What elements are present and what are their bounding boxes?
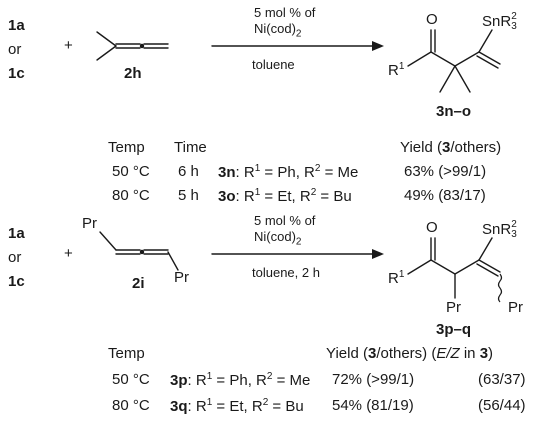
- table-1-row-1-yield: 63% (>99/1): [404, 163, 487, 180]
- table-1-row-1-substituents: 3n: R1 = Ph, R2 = Me: [218, 163, 359, 181]
- table-1-header-time: Time: [174, 139, 207, 156]
- product-2-pr-1: Pr: [446, 299, 461, 316]
- table-1-row-1-temp: 50 °C: [112, 163, 150, 180]
- product-1-r1: R1: [388, 61, 405, 79]
- allene-2i-bond-pr-top: [99, 231, 117, 251]
- arrowhead-2: [372, 249, 384, 259]
- product-2-bond-vinyl: [454, 259, 480, 275]
- product-1-bond-vinyl: [454, 51, 480, 67]
- product-1-bond-tin: [478, 29, 493, 53]
- table-1-row-2-yield: 49% (83/17): [404, 187, 486, 204]
- product-1-methylene-b: [476, 55, 499, 69]
- reactant-or-label: or: [8, 41, 22, 58]
- product-2-bond-ch: [430, 259, 456, 275]
- allene-2h-center-dot: [139, 43, 145, 49]
- table-1-header-yield: Yield (3/others): [400, 139, 502, 156]
- table-1-row-2-temp: 80 °C: [112, 187, 150, 204]
- product-1-methylene-a: [478, 51, 501, 65]
- product-2-wavy-bond: [497, 273, 503, 303]
- product-2-alkene-b: [476, 263, 499, 277]
- reactant-1a-label: 1a: [8, 17, 25, 34]
- table-2-row-2-ez: (56/44): [478, 397, 526, 414]
- conditions-2-catalyst-loading: 5 mol % of: [254, 213, 316, 228]
- conditions-2-solvent: toluene, 2 h: [252, 265, 320, 280]
- allene-2h-methyl-bond-1: [96, 31, 117, 47]
- product-2-alkene-a: [478, 259, 501, 273]
- table-2-row-2-temp: 80 °C: [112, 397, 150, 414]
- table-1-row-2-time: 5 h: [178, 187, 199, 204]
- conditions-catalyst: Ni(cod)2: [254, 21, 302, 40]
- product-2-bond-tin: [478, 237, 493, 261]
- product-2-oxygen: O: [426, 219, 438, 236]
- allene-2i-pr-top: Pr: [82, 215, 97, 232]
- table-2-row-1-substituents: 3p: R1 = Ph, R2 = Me: [170, 371, 311, 389]
- table-1-header-temp: Temp: [108, 139, 145, 156]
- reactant-1c-label: 1c: [8, 65, 25, 82]
- allene-2i-center-dot: [139, 249, 145, 255]
- product-1-bond-quat: [430, 51, 456, 67]
- table-2-row-1-temp: 50 °C: [112, 371, 150, 388]
- plus-sign-2: +: [64, 245, 73, 262]
- product-2-r1: R1: [388, 269, 405, 287]
- reactant-1a-label-2: 1a: [8, 225, 25, 242]
- arrowhead-1: [372, 41, 384, 51]
- table-2-header-temp: Temp: [108, 345, 145, 362]
- product-1-methyl-1: [439, 65, 456, 93]
- allene-2h-label: 2h: [124, 65, 142, 82]
- table-1-row-1-time: 6 h: [178, 163, 199, 180]
- table-1-row-2-substituents: 3o: R1 = Et, R2 = Bu: [218, 187, 352, 205]
- conditions-catalyst-loading: 5 mol % of: [254, 5, 316, 20]
- product-2-pr-2: Pr: [508, 299, 523, 316]
- conditions-solvent: toluene: [252, 57, 295, 72]
- table-2-header-yield: Yield (3/others) (E/Z in 3): [326, 345, 494, 362]
- allene-2i-label: 2i: [132, 275, 145, 292]
- conditions-2-catalyst: Ni(cod)2: [254, 229, 302, 248]
- reactant-or-label-2: or: [8, 249, 22, 266]
- allene-2h-methyl-bond-2: [96, 45, 117, 61]
- product-1-oxygen: O: [426, 11, 438, 28]
- table-2-row-1-yield: 72% (>99/1): [332, 371, 415, 388]
- product-1-bond-r1: [407, 51, 432, 67]
- reactant-1c-label-2: 1c: [8, 273, 25, 290]
- table-2-row-2-yield: 54% (81/19): [332, 397, 414, 414]
- product-1-methyl-2: [454, 65, 471, 93]
- plus-sign: +: [64, 37, 73, 54]
- product-1-label: 3n–o: [436, 103, 472, 120]
- allene-2i-bond-pr-bottom: [167, 251, 179, 271]
- table-2-row-2-substituents: 3q: R1 = Et, R2 = Bu: [170, 397, 304, 415]
- table-2-row-1-ez: (63/37): [478, 371, 526, 388]
- product-2-label: 3p–q: [436, 321, 472, 338]
- product-2-bond-r1: [407, 259, 432, 275]
- allene-2i-pr-bottom: Pr: [174, 269, 189, 286]
